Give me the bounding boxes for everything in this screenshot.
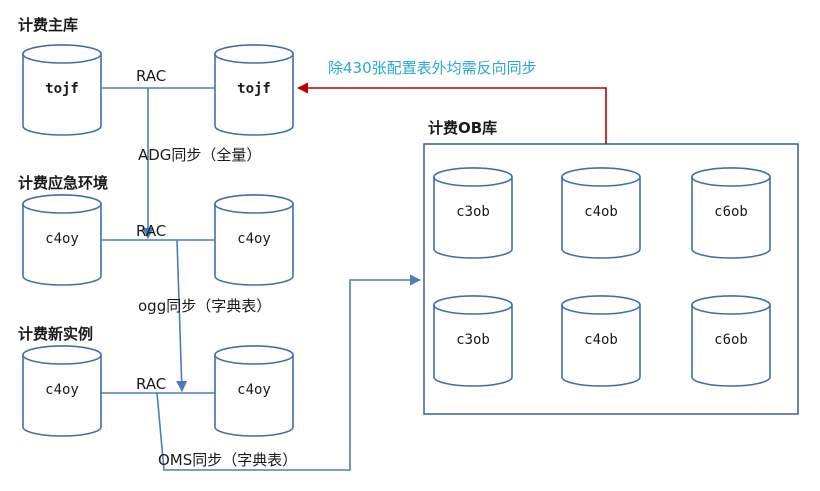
oms-sync-arrow	[156, 274, 422, 471]
database-cylinder-main-left: tojf	[22, 44, 102, 136]
database-cylinder-ob-1: c3ob	[433, 167, 513, 259]
database-label: c4oy	[45, 382, 79, 398]
ogg-sync-label: ogg同步（字典表）	[138, 297, 271, 315]
reverse-sync-note: 除430张配置表外均需反向同步	[328, 59, 537, 77]
database-cylinder-emergency-left: c4oy	[22, 194, 102, 286]
section-label-new-instance: 计费新实例	[18, 325, 93, 343]
section-label-main: 计费主库	[18, 16, 78, 34]
cylinder-top	[561, 167, 641, 187]
cylinder-top	[691, 167, 771, 187]
database-cylinder-new-right: c4oy	[214, 345, 294, 437]
cylinder-top	[214, 194, 294, 214]
cylinder-top	[214, 44, 294, 64]
oms-sync-label: OMS同步（字典表）	[158, 451, 297, 469]
cylinder-top	[214, 345, 294, 365]
database-label: c6ob	[714, 204, 748, 220]
database-label: c4oy	[237, 231, 271, 247]
reverse-sync-arrow	[296, 82, 607, 144]
cylinder-top	[561, 295, 641, 315]
rac-label-emergency: RAC	[136, 222, 166, 240]
database-label: tojf	[45, 81, 79, 97]
database-cylinder-ob-4: c3ob	[433, 295, 513, 387]
database-cylinder-ob-5: c4ob	[561, 295, 641, 387]
database-cylinder-ob-3: c6ob	[691, 167, 771, 259]
database-label: c4ob	[584, 332, 618, 348]
database-cylinder-ob-6: c6ob	[691, 295, 771, 387]
database-label: c4ob	[584, 204, 618, 220]
cylinder-top	[433, 295, 513, 315]
section-label-ob: 计费OB库	[428, 119, 497, 137]
database-label: c4oy	[237, 382, 271, 398]
database-cylinder-main-right: tojf	[214, 44, 294, 136]
cylinder-top	[22, 345, 102, 365]
cylinder-top	[433, 167, 513, 187]
database-label: c4oy	[45, 231, 79, 247]
database-cylinder-ob-2: c4ob	[561, 167, 641, 259]
cylinder-top	[691, 295, 771, 315]
database-label: c3ob	[456, 332, 490, 348]
database-label: tojf	[237, 81, 271, 97]
section-label-emergency: 计费应急环境	[18, 174, 108, 192]
database-cylinders: tojf tojf c4oy c4oy c4oy c4oy c3ob c4ob c6ob c3ob…	[22, 44, 771, 437]
rac-label-main: RAC	[136, 67, 166, 85]
database-cylinder-emergency-right: c4oy	[214, 194, 294, 286]
cylinder-top	[22, 44, 102, 64]
database-cylinder-new-left: c4oy	[22, 345, 102, 437]
rac-label-new: RAC	[136, 375, 166, 393]
ogg-sync-arrow	[176, 239, 188, 393]
database-label: c6ob	[714, 332, 748, 348]
ob-cluster-box	[423, 143, 799, 415]
database-label: c3ob	[456, 204, 490, 220]
adg-sync-label: ADG同步（全量）	[138, 146, 261, 164]
cylinder-top	[22, 194, 102, 214]
